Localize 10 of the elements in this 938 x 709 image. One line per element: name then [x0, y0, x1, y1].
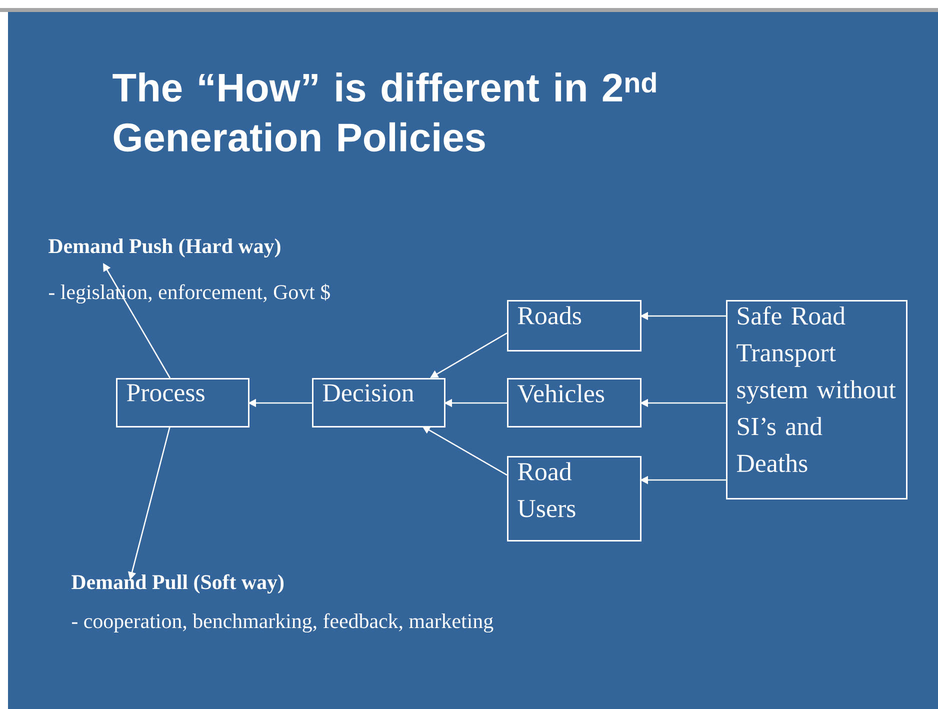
- note-text: - cooperation, benchmarking, feedback, marketing: [72, 613, 494, 633]
- process-box: Vehicles: [507, 378, 642, 428]
- process-box: Roads: [507, 300, 642, 352]
- heading-text: Demand Pull (Soft way): [72, 574, 284, 594]
- heading-text: Demand Push (Hard way): [48, 238, 280, 258]
- process-box: Safe Road Transport system without SI’s and Deaths: [726, 300, 908, 500]
- process-box: Decision: [312, 378, 446, 428]
- process-box: Process: [116, 378, 250, 428]
- process-box: Road Users: [507, 456, 642, 542]
- slide-title: The “How” is different in 2$^{nd}$ Generation Policies: [112, 72, 656, 152]
